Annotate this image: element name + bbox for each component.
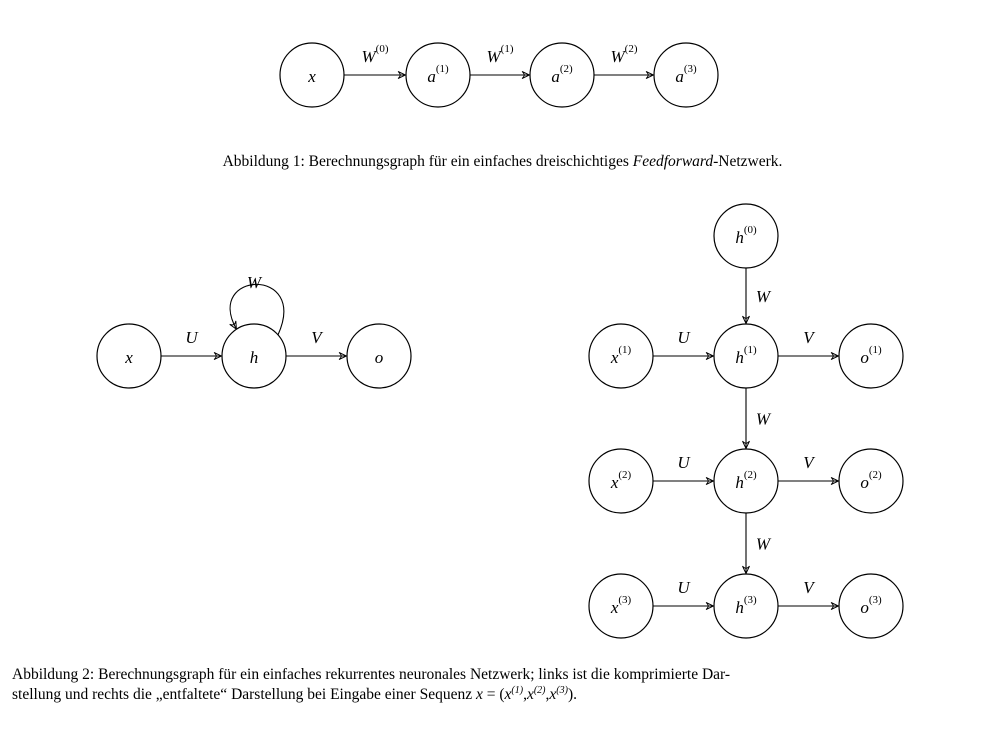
sequence-separator: , <box>545 686 550 703</box>
node-label-h1: h(1) <box>735 344 757 367</box>
node-label-h2: h(2) <box>735 469 757 492</box>
node-label-h3: h(3) <box>735 594 757 617</box>
node-label-o1: o(1) <box>860 344 882 367</box>
sequence-separator: , <box>523 686 527 703</box>
edge-label-x3-h3: U <box>677 578 691 597</box>
figure1-caption-prefix: Abbildung 1: Berechnungsgraph für ein ei… <box>222 153 633 170</box>
figure2-caption: Abbildung 2: Berechnungsgraph für ein ei… <box>12 665 992 705</box>
sequence-item-3: x(3) <box>549 684 568 703</box>
edge-label-W: W <box>247 273 263 292</box>
node-o3 <box>838 573 904 639</box>
node-o1 <box>838 323 904 389</box>
edge-label-h3-o3: V <box>803 578 816 597</box>
figure2-caption-line2-prefix: stellung und rechts die „entfaltete“ Dar… <box>12 686 476 703</box>
node-a2 <box>529 42 595 108</box>
sequence-close: ). <box>567 686 577 703</box>
figure2-caption-line2: stellung und rechts die „entfaltete“ Dar… <box>12 685 992 705</box>
edge-label-h2-o2: V <box>803 453 816 472</box>
node-label-x1: x(1) <box>610 344 632 367</box>
self-loop-edge <box>230 283 285 336</box>
figure2-compressed-rnn-graph: U V Wx h o <box>96 273 412 389</box>
node-label-x2: x(2) <box>610 469 632 492</box>
edge-label-x-a1: W(0) <box>362 43 389 66</box>
node-label-o2: o(2) <box>860 469 882 492</box>
node-h1 <box>713 323 779 389</box>
figure1-feedforward-graph: W(0) W(1) W(2) x a(1) a(2) a(3) <box>279 42 719 108</box>
node-h3 <box>713 573 779 639</box>
edge-label-x1-h1: U <box>677 328 691 347</box>
node-x <box>96 323 162 389</box>
node-label-x3: x(3) <box>610 594 632 617</box>
node-label-o3: o(3) <box>860 594 882 617</box>
edge-label-h0-h1: W <box>756 287 772 306</box>
edge-label-x-h: U <box>185 328 199 347</box>
node-o <box>346 323 412 389</box>
sequence-variable: x <box>475 686 483 703</box>
node-label-x: x <box>124 348 133 367</box>
node-label-a2: a(2) <box>551 63 573 86</box>
figure1-caption: Abbildung 1: Berechnungsgraph für ein ei… <box>0 152 1005 172</box>
node-h2 <box>713 448 779 514</box>
node-x1 <box>588 323 654 389</box>
node-label-a3: a(3) <box>675 63 697 86</box>
edge-label-x2-h2: U <box>677 453 691 472</box>
node-label-h0: h(0) <box>735 224 757 247</box>
edge-label-h2-h3: W <box>756 534 772 553</box>
node-h0 <box>713 203 779 269</box>
sequence-item-1: x(1) <box>504 684 524 703</box>
node-label-a1: a(1) <box>427 63 449 86</box>
figure2-caption-line1: Abbildung 2: Berechnungsgraph für ein ei… <box>12 666 731 683</box>
node-a3 <box>653 42 719 108</box>
edge-label-a2-a3: W(2) <box>611 43 638 66</box>
node-label-x: x <box>307 67 316 86</box>
node-h <box>221 323 287 389</box>
node-label-o: o <box>375 348 384 367</box>
edge-label-h-o: V <box>311 328 324 347</box>
edge-label-h1-o1: V <box>803 328 816 347</box>
node-label-h: h <box>250 348 259 367</box>
node-a1 <box>405 42 471 108</box>
node-x2 <box>588 448 654 514</box>
edge-label-a1-a2: W(1) <box>487 43 514 66</box>
node-o2 <box>838 448 904 514</box>
figure1-caption-emphasis: Feedforward <box>632 153 714 170</box>
node-x <box>279 42 345 108</box>
figure1-caption-suffix: -Netzwerk. <box>713 153 783 170</box>
node-x3 <box>588 573 654 639</box>
sequence-equals: = ( <box>482 686 505 703</box>
sequence-item-2: x(2) <box>526 684 546 703</box>
edge-label-h1-h2: W <box>756 409 772 428</box>
figure2-unfolded-rnn-graph: W U V W U V W U Vh(0) x(1) h(1) o(1) x(2) h(2) o(2) x(3… <box>588 203 904 639</box>
